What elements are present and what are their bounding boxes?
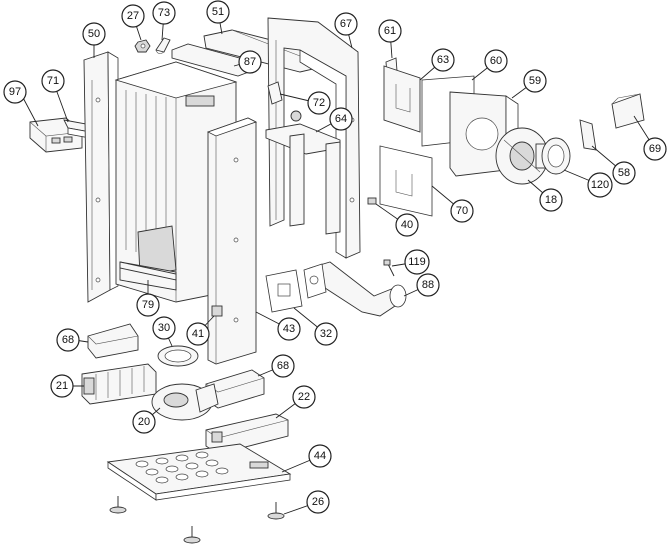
svg-text:60: 60: [490, 55, 502, 67]
svg-text:87: 87: [244, 56, 256, 68]
callout-97: 97: [3, 80, 27, 104]
svg-text:69: 69: [649, 143, 661, 155]
callout-73: 73: [152, 1, 176, 25]
callout-18: 18: [539, 188, 563, 212]
svg-text:40: 40: [401, 219, 413, 231]
callout-64: 64: [329, 107, 353, 131]
part-41-switch: [211, 305, 223, 317]
callout-41: 41: [186, 322, 210, 346]
part-26-feet: [109, 496, 285, 544]
part-30-ring: [157, 345, 199, 367]
part-22-control-board: [205, 413, 289, 455]
svg-text:20: 20: [138, 416, 150, 428]
part-63-plate: [383, 65, 421, 133]
svg-text:50: 50: [88, 28, 100, 40]
callout-63: 63: [431, 48, 455, 72]
callout-27: 27: [121, 4, 145, 28]
callout-68a: 68: [56, 328, 80, 352]
part-40-clip: [367, 197, 377, 205]
svg-text:61: 61: [384, 25, 396, 37]
svg-text:63: 63: [437, 54, 449, 66]
callout-71: 71: [41, 69, 65, 93]
part-58-cover: [579, 119, 597, 151]
callout-43: 43: [277, 317, 301, 341]
foot-right: [267, 502, 285, 520]
svg-text:22: 22: [298, 391, 310, 403]
svg-text:59: 59: [529, 75, 541, 87]
callout-32: 32: [314, 322, 338, 346]
svg-text:120: 120: [591, 179, 609, 191]
svg-text:41: 41: [192, 328, 204, 340]
part-27-nut: [134, 39, 151, 53]
svg-text:30: 30: [158, 322, 170, 334]
callout-40: 40: [395, 213, 419, 237]
svg-text:68: 68: [277, 360, 289, 372]
callout-26: 26: [306, 490, 330, 514]
callout-69: 69: [643, 137, 667, 161]
callout-119: 119: [404, 249, 430, 275]
svg-text:67: 67: [340, 18, 352, 30]
part-64-side-rail: [265, 110, 341, 235]
callout-44: 44: [308, 444, 332, 468]
callout-51: 51: [206, 0, 230, 24]
callout-79: 79: [136, 293, 160, 317]
part-88-exhaust-pipe: [303, 261, 407, 317]
part-68a-cover: [87, 323, 139, 359]
svg-text:27: 27: [127, 10, 139, 22]
svg-text:44: 44: [314, 450, 326, 462]
part-32-gasket: [265, 269, 303, 313]
part-69-plate: [611, 93, 645, 129]
part-72-bracket: [267, 81, 283, 105]
callout-58: 58: [612, 161, 636, 185]
svg-text:88: 88: [422, 279, 434, 291]
callout-72: 72: [307, 91, 331, 115]
part-43-front-column: [206, 117, 258, 365]
part-20-blower: [151, 383, 219, 421]
callout-20: 20: [132, 410, 156, 434]
part-120-gasket: [541, 137, 571, 175]
svg-text:70: 70: [456, 205, 468, 217]
callout-120: 120: [587, 172, 613, 198]
svg-text:43: 43: [283, 323, 295, 335]
part-70-plate: [379, 145, 433, 217]
svg-text:18: 18: [545, 194, 557, 206]
svg-text:97: 97: [9, 86, 21, 98]
part-79-support: [119, 261, 177, 281]
part-73-clip: [155, 37, 171, 54]
svg-text:26: 26: [312, 496, 324, 508]
part-50-left-panel: [83, 51, 119, 303]
callout-67: 67: [334, 12, 358, 36]
svg-text:21: 21: [56, 380, 68, 392]
callout-21: 21: [50, 374, 74, 398]
svg-text:72: 72: [313, 97, 325, 109]
svg-text:73: 73: [158, 7, 170, 19]
part-heat-exchanger: [114, 61, 238, 303]
svg-text:71: 71: [47, 75, 59, 87]
part-119-screw: [383, 259, 395, 277]
callout-30: 30: [152, 316, 176, 340]
part-21-tangential-fan: [81, 363, 157, 405]
callout-88: 88: [416, 273, 440, 297]
svg-text:119: 119: [408, 256, 426, 268]
callout-59: 59: [523, 69, 547, 93]
svg-text:58: 58: [618, 167, 630, 179]
callout-87: 87: [238, 50, 262, 74]
foot-front: [183, 526, 201, 544]
callout-22: 22: [292, 385, 316, 409]
svg-text:32: 32: [320, 328, 332, 340]
callout-60: 60: [484, 49, 508, 73]
svg-text:79: 79: [142, 299, 154, 311]
svg-text:64: 64: [335, 113, 347, 125]
svg-text:51: 51: [212, 6, 224, 18]
callout-61: 61: [378, 19, 402, 43]
svg-text:68: 68: [62, 334, 74, 346]
callout-68b: 68: [271, 354, 295, 378]
callout-70: 70: [450, 199, 474, 223]
callout-50: 50: [82, 22, 106, 46]
part-44-base-plate: [106, 443, 292, 501]
foot-left: [109, 496, 127, 514]
